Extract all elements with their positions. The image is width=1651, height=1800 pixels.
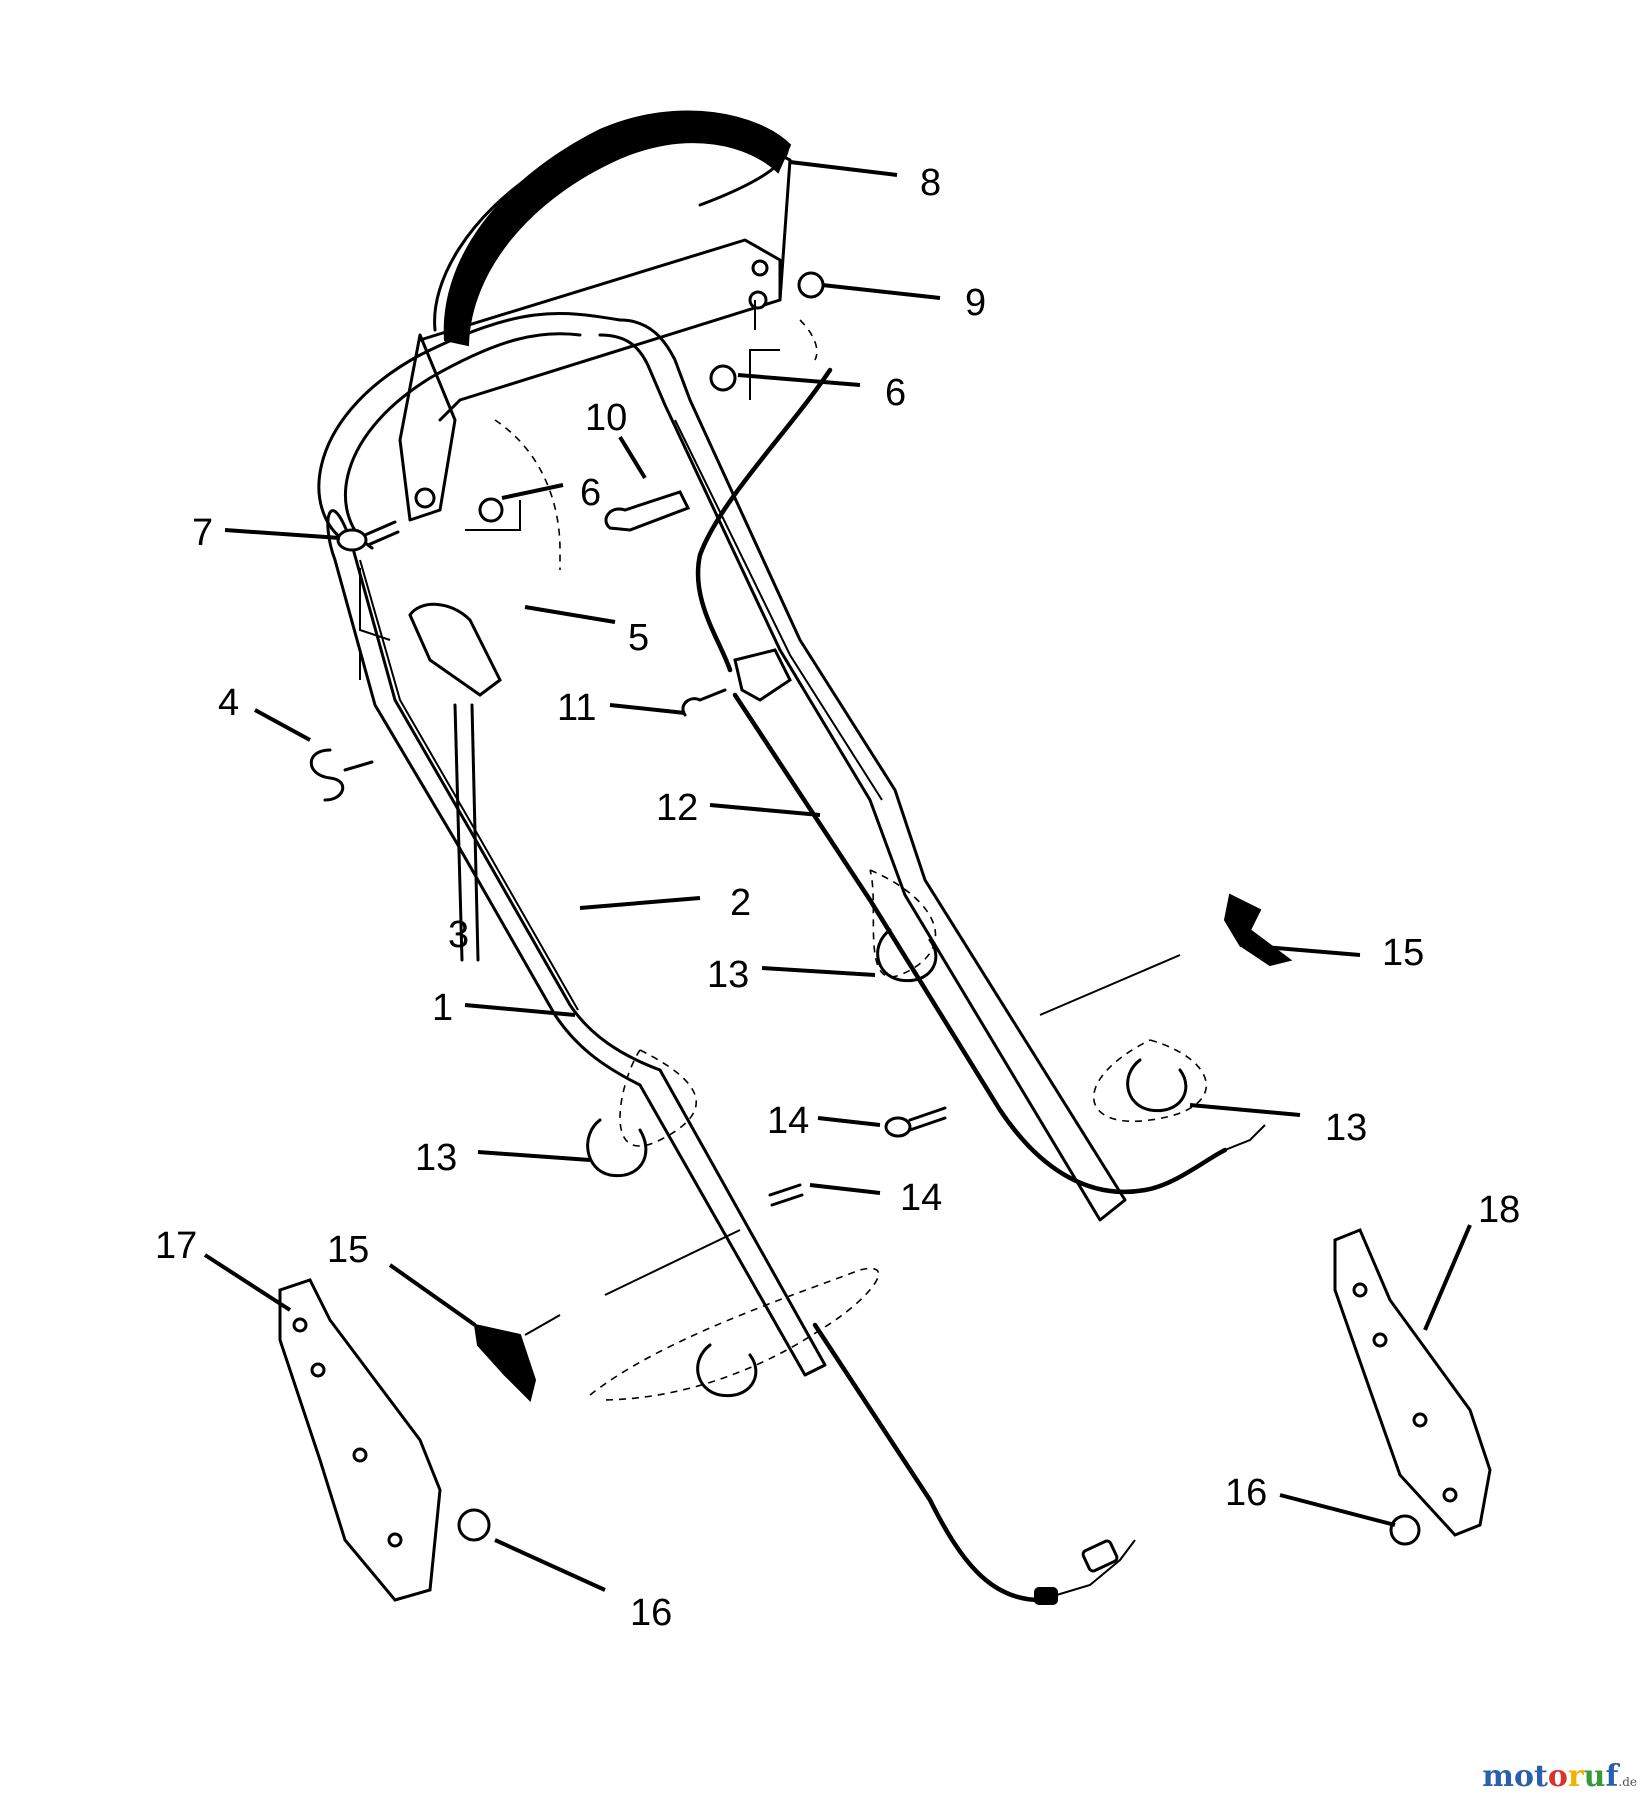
assembly-guides — [359, 300, 1208, 1401]
label-part-2: 2 — [730, 882, 751, 924]
label-part-5: 5 — [628, 617, 649, 659]
label-part-6-upper: 6 — [885, 372, 906, 414]
control-cable — [695, 367, 1266, 1605]
label-part-7: 7 — [192, 512, 213, 554]
watermark-tld: .de — [1618, 1775, 1637, 1789]
label-part-11: 11 — [557, 687, 596, 729]
watermark-letter: r — [1567, 1759, 1584, 1794]
label-part-8: 8 — [920, 162, 941, 204]
watermark-letter: m — [1482, 1759, 1514, 1794]
label-part-14-lower: 14 — [900, 1177, 942, 1219]
label-part-3: 3 — [448, 914, 469, 956]
part-labels: 8 9 6 10 6 7 5 4 11 12 3 2 13 1 15 14 13… — [155, 162, 1520, 1634]
label-part-9: 9 — [965, 282, 986, 324]
label-part-13-left: 13 — [415, 1137, 457, 1179]
label-part-18: 18 — [1478, 1189, 1520, 1231]
label-part-14-upper: 14 — [767, 1100, 809, 1142]
motoruf-watermark-logo: motoruf.de — [1482, 1759, 1637, 1794]
hardware-parts — [278, 271, 1492, 1602]
label-part-13-right: 13 — [1325, 1107, 1367, 1149]
watermark-letter: u — [1583, 1759, 1606, 1794]
label-part-15-right: 15 — [1382, 932, 1424, 974]
label-part-4: 4 — [218, 682, 239, 724]
label-part-17: 17 — [155, 1225, 197, 1267]
label-part-16-left: 16 — [630, 1592, 672, 1634]
label-part-10: 10 — [585, 397, 627, 439]
watermark-letter: o — [1547, 1759, 1568, 1794]
label-part-1: 1 — [432, 987, 453, 1029]
label-part-16-right: 16 — [1225, 1472, 1267, 1514]
label-part-6-lower: 6 — [580, 472, 601, 514]
watermark-letter: t — [1533, 1759, 1548, 1794]
label-part-13-upper: 13 — [707, 954, 749, 996]
watermark-letter: o — [1513, 1759, 1534, 1794]
label-part-15-left: 15 — [327, 1229, 369, 1271]
label-part-12: 12 — [656, 787, 698, 829]
handle-frame — [317, 110, 1127, 1377]
watermark-letter: f — [1605, 1759, 1619, 1794]
leader-lines — [203, 160, 1472, 1592]
